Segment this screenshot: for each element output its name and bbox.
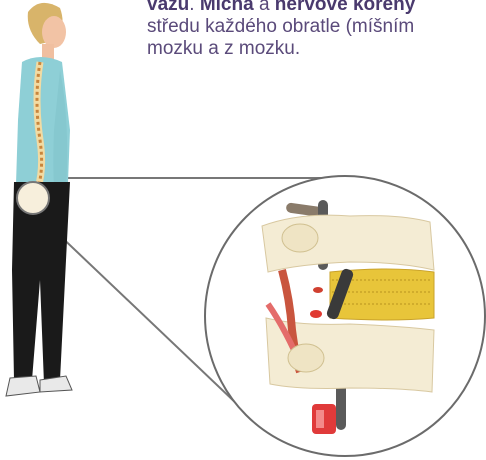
person-figure	[6, 3, 72, 396]
magnified-spine-view	[205, 176, 485, 456]
